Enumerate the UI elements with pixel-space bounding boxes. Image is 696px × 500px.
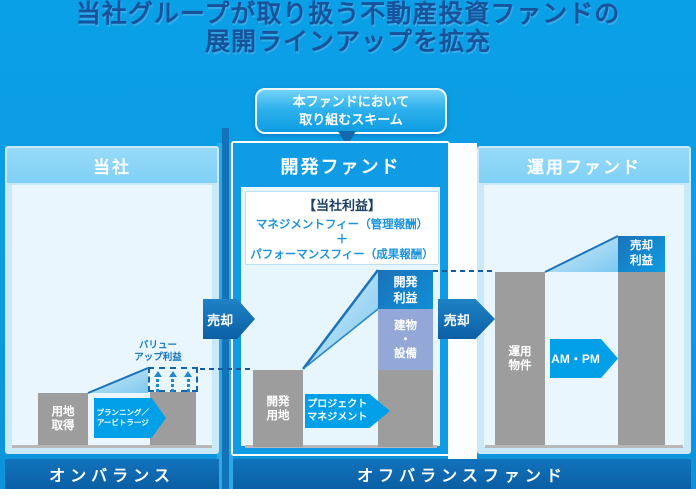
development-profit-segment: 開発 利益 (378, 270, 433, 309)
development-result-gray-segment (378, 370, 433, 447)
building-equipment-segment: 建物 ・ 設備 (378, 309, 433, 370)
project-management-arrow: プロジェクト マネジメント (305, 394, 390, 428)
page-title: 当社グループが取り扱う不動産投資ファンドの 展開ラインアップを拡充 (0, 0, 696, 56)
profit-note-fee2: パフォーマンスフィー（成果報酬） (250, 248, 434, 261)
development-land-bar: 開発 用地 (253, 370, 303, 447)
company-profit-note: 【当社利益】 マネジメントフィー（管理報酬） ＋ パフォーマンスフィー（成果報酬… (245, 191, 439, 265)
callout-line2: 取り組むスキーム (299, 112, 403, 127)
baseline-development (245, 445, 437, 448)
value-up-dashed-box (148, 367, 198, 392)
operating-property-bar: 運用 物件 (495, 272, 545, 445)
page-title-line1: 当社グループが取り扱う不動産投資ファンドの (75, 0, 621, 28)
land-acquisition-label: 用地 (51, 406, 75, 418)
planning-arbitrage-arrow: プランニング／ アービトラージ (94, 398, 166, 438)
up-arrow-icon (168, 371, 177, 392)
panel-operation-header: 運用ファンド (479, 148, 689, 183)
value-up-profit-label: バリュー アップ利益 (134, 340, 182, 363)
baseline-company (12, 445, 212, 448)
offbalance-footer-bar: オフバランスファンド (233, 459, 691, 489)
panel-development-header: 開発ファンド (280, 157, 401, 177)
land-acquisition-bar: 用地 取得 (38, 393, 88, 445)
page-title-line2: 展開ラインアップを拡充 (204, 28, 491, 56)
operation-result-gray-segment (618, 272, 665, 445)
profit-note-fee1: マネジメントフィー（管理報酬） (255, 218, 429, 231)
sale-profit-segment: 売却 利益 (618, 236, 665, 272)
callout-line1: 本ファンドにおいて (292, 94, 410, 109)
profit-note-heading: 【当社利益】 (302, 197, 381, 213)
bottom-margin (0, 489, 696, 500)
scheme-callout: 本ファンドにおいて 取り組むスキーム (255, 88, 447, 134)
panel-company-header: 当社 (7, 148, 217, 183)
profit-note-plus: ＋ (335, 231, 348, 246)
baseline-operation (485, 445, 683, 448)
up-arrow-icon (153, 371, 162, 392)
onbalance-footer-bar: オンバランス (5, 459, 219, 489)
land-acquisition-label2: 取得 (51, 420, 75, 432)
up-arrow-icon (184, 371, 193, 392)
